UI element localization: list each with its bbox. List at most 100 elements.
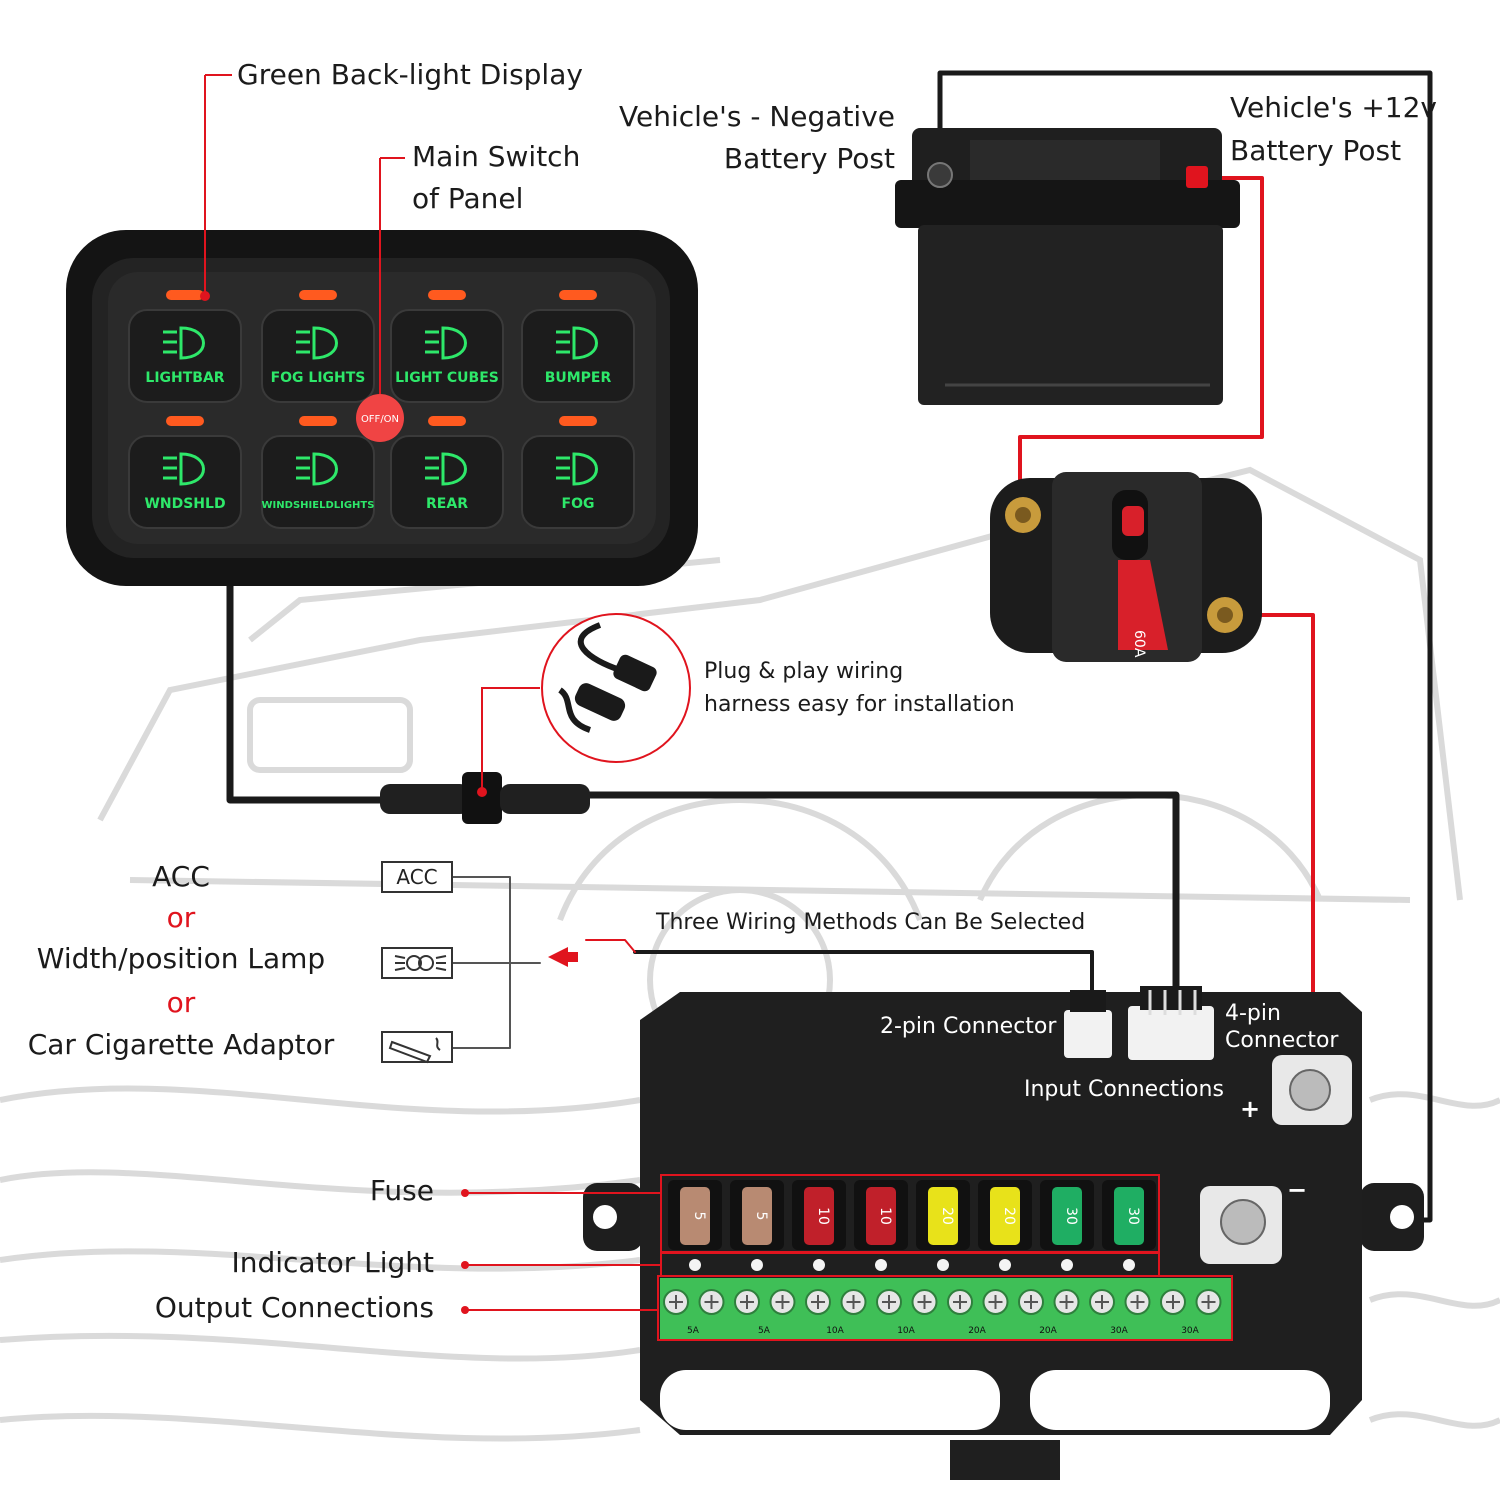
indicator-light [1123,1259,1135,1271]
indicator-light [813,1259,825,1271]
output-terminal [840,1289,867,1315]
fuse-rating: 5 [753,1212,769,1221]
panel-button-grid: LIGHTBAR FOG LIGHTS LIGHT CUBES BUMPER WNDSH… [128,290,635,529]
output-terminal [734,1289,760,1315]
output-terminal [1053,1289,1080,1315]
switch-button-bumper[interactable]: BUMPER [521,290,635,403]
output-terminal [769,1289,796,1315]
callout-main-switch-1: Main Switch [412,140,581,173]
output-terminal [805,1289,831,1315]
terminal-rating: 10A [826,1326,844,1336]
minus-terminal-label: − [1287,1176,1307,1204]
fog-light-icon [296,326,338,360]
main-switch-button[interactable] [356,394,404,442]
indicator-light [937,1259,949,1271]
callout-negative-post-1: Vehicle's - Negative [619,100,895,133]
indicator-light [689,1259,701,1271]
callout-four-pin-2: Connector [1225,1028,1339,1053]
blade-fuse: 5 [730,1180,784,1250]
callout-four-pin-1: 4-pin [1225,1001,1281,1026]
blade-fuse: 10 [854,1180,908,1250]
blade-fuse: 5 [668,1180,722,1250]
switch-button-rear[interactable]: REAR [390,416,504,529]
switch-button-lightbar[interactable]: LIGHTBAR [128,290,242,403]
switch-button-windshieldlights[interactable]: WINDSHIELDLIGHTS [261,416,375,529]
blade-fuse: 30 [1102,1180,1156,1250]
light-cubes-icon [425,326,467,360]
indicator-light [1061,1259,1073,1271]
input-option-boxes: ACC [381,861,453,1064]
output-terminal [982,1289,1009,1315]
terminal-rating: 10A [897,1326,915,1336]
windshield-lights-icon [296,452,338,486]
parking-lamp-icon [394,955,447,971]
indicator-led [299,290,337,300]
option-cigarette: Car Cigarette Adaptor [27,1028,335,1061]
option-or-1: or [166,901,196,934]
terminal-rating: 30A [1110,1326,1128,1336]
option-width-lamp: Width/position Lamp [36,942,326,975]
car-battery [895,128,1240,405]
callout-green-backlight: Green Back-light Display [237,58,583,91]
indicator-led [559,290,597,300]
switch-button-label: LIGHTBAR [145,370,224,386]
harness-zoom-circle [541,613,691,763]
terminal-rating: 5A [758,1326,771,1336]
light-bar-icon [163,326,205,360]
blade-fuse: 10 [792,1180,846,1250]
main-switch-label: OFF/ON [361,414,399,425]
background-jeep-sketch [0,466,1500,1442]
terminal-rating: 20A [968,1326,986,1336]
switch-button-label: WNDSHLD [144,496,225,512]
terminal-rating: 30A [1181,1326,1199,1336]
option-acc: ACC [152,860,210,893]
callout-indicator-light: Indicator Light [231,1246,434,1279]
switch-button-light-cubes[interactable]: LIGHT CUBES [390,290,504,403]
output-terminal [1124,1289,1151,1315]
output-terminal [1160,1289,1186,1315]
fuse-rating: 5 [691,1212,707,1221]
indicator-led [299,416,337,426]
fuse-rating: 20 [939,1207,955,1225]
callout-output-connections: Output Connections [154,1291,434,1324]
rear-light-icon [425,452,467,486]
indicator-led [166,416,204,426]
negative-post [927,162,953,188]
output-terminal [698,1289,725,1315]
indicator-light [999,1259,1011,1271]
switch-button-label: FOG [562,496,595,512]
indicator-led [559,416,597,426]
input-arrow-icon [548,947,578,967]
indicator-led [428,290,466,300]
fuse-rating: 30 [1125,1207,1141,1225]
output-terminal [1089,1289,1115,1315]
callout-input-connections: Input Connections [1024,1077,1224,1102]
switch-button-fog-lights[interactable]: FOG LIGHTS [261,290,375,403]
fuse-rating: 30 [1063,1207,1079,1225]
callout-two-pin: 2-pin Connector [880,1014,1057,1039]
indicator-led [166,290,204,300]
bumper-light-icon [556,326,598,360]
switch-button-label: WINDSHIELDLIGHTS [262,500,375,511]
switch-button-label: LIGHT CUBES [395,370,499,386]
positive-wire-battery [1018,176,1264,522]
windshield-light-icon [163,452,205,486]
blade-fuse: 30 [1040,1180,1094,1250]
blade-fuse: 20 [916,1180,970,1250]
two-pin-lead [633,950,1094,992]
callout-fuse: Fuse [369,1174,434,1207]
switch-button-wndshld[interactable]: WNDSHLD [128,416,242,529]
terminal-rating: 20A [1039,1326,1057,1336]
option-or-2: or [166,986,196,1019]
output-callout-box [657,1275,1233,1341]
indicator-light [875,1259,887,1271]
harness-connector [380,687,590,824]
circuit-breaker: 60A [990,472,1262,662]
switch-button-fog[interactable]: FOG [521,416,635,529]
callout-three-wiring: Three Wiring Methods Can Be Selected [656,910,1086,935]
switch-button-label: REAR [426,496,468,512]
output-terminal [1195,1289,1222,1315]
